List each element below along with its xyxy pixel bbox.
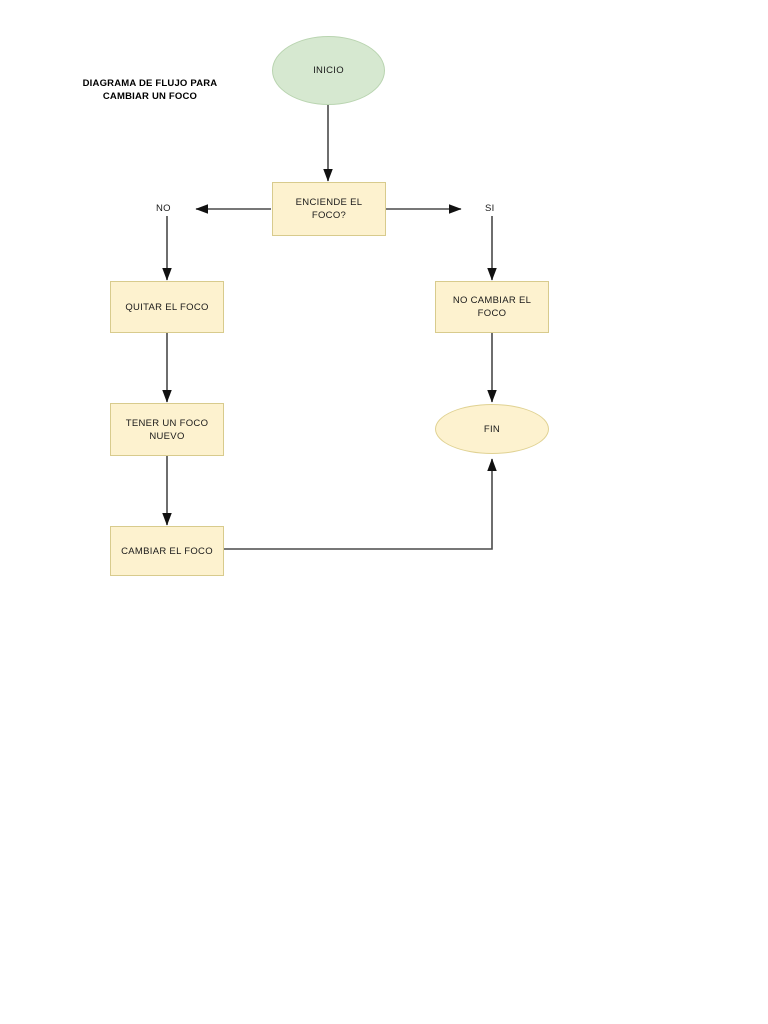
node-end[interactable]: FIN — [435, 404, 549, 454]
node-do-not-change-bulb[interactable]: NO CAMBIAR EL FOCO — [435, 281, 549, 333]
diagram-title: DIAGRAMA DE FLUJO PARA CAMBIAR UN FOCO — [62, 78, 238, 103]
diagram-title-line-2: CAMBIAR UN FOCO — [102, 90, 198, 102]
node-decision-label-line-1: ENCIENDE EL — [295, 197, 363, 208]
node-end-label: FIN — [483, 423, 501, 435]
node-do-not-change-bulb-label-line-2: FOCO — [477, 308, 507, 319]
node-decision-bulb-lights[interactable]: ENCIENDE EL FOCO? — [272, 182, 386, 236]
edge-label-si-text: SI — [485, 203, 495, 214]
node-get-new-bulb-label: TENER UN FOCO NUEVO — [126, 417, 209, 443]
connector-change-bulb-to-end — [224, 458, 497, 550]
node-decision-label-line-2: FOCO? — [311, 210, 347, 221]
node-get-new-bulb-label-line-2: NUEVO — [149, 430, 185, 442]
edge-label-si: SI — [485, 203, 495, 214]
node-decision-label: ENCIENDE EL FOCO? — [296, 196, 363, 222]
node-get-new-bulb[interactable]: TENER UN FOCO NUEVO — [110, 403, 224, 456]
node-remove-bulb-label: QUITAR EL FOCO — [125, 301, 209, 313]
node-get-new-bulb-label-line-1: TENER UN FOCO — [125, 417, 209, 429]
node-remove-bulb[interactable]: QUITAR EL FOCO — [110, 281, 224, 333]
node-start-label: INICIO — [313, 65, 344, 76]
diagram-title-line-1: DIAGRAMA DE FLUJO PARA — [82, 78, 218, 89]
node-change-bulb-label: CAMBIAR EL FOCO — [121, 545, 213, 557]
node-change-bulb[interactable]: CAMBIAR EL FOCO — [110, 526, 224, 576]
node-do-not-change-bulb-label: NO CAMBIAR EL FOCO — [453, 294, 531, 320]
edge-label-no: NO — [156, 203, 171, 214]
edge-label-no-text: NO — [156, 203, 171, 214]
node-do-not-change-bulb-label-line-1: NO CAMBIAR EL — [452, 295, 532, 306]
node-start[interactable]: INICIO — [272, 36, 385, 105]
